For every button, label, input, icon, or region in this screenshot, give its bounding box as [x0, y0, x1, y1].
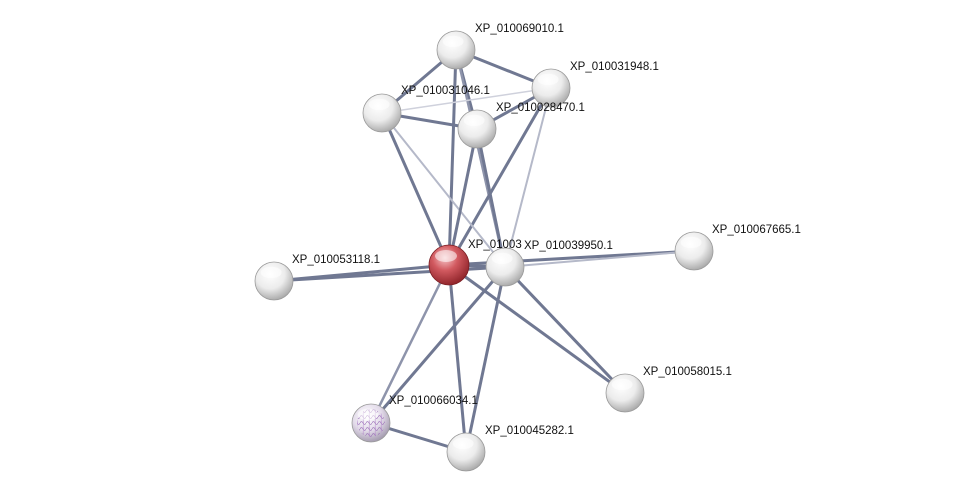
- node-highlight: [442, 35, 464, 48]
- edge-xp-010031948-1-xp-010031046-1: [381, 87, 552, 114]
- edge-xp-010031948-1-xp-010039950-1: [504, 87, 552, 268]
- node-xp-010053118-1[interactable]: [254, 261, 294, 301]
- node-highlight: [537, 73, 559, 86]
- node-xp-010045282-1[interactable]: [446, 432, 486, 472]
- node-label-xp-010067665-1: XP_010067665.1: [712, 224, 801, 236]
- node-highlight: [435, 250, 457, 262]
- node-highlight: [452, 437, 474, 450]
- node-xp-010031046-1[interactable]: [362, 93, 402, 133]
- node-label-xp-010031046-1: XP_010031046.1: [401, 85, 490, 97]
- edge-xp-010028470-1-xp-01003: [447, 127, 479, 267]
- node-xp-010039950-1[interactable]: [485, 247, 525, 287]
- edge-xp-010031046-1-xp-010039950-1: [381, 112, 506, 268]
- edge-xp-010039950-1-xp-010067665-1: [504, 250, 695, 268]
- node-xp-010067665-1[interactable]: [674, 231, 714, 271]
- node-highlight: [611, 378, 633, 391]
- edge-xp-01003-xp-010066034-1: [369, 263, 451, 425]
- node-label-xp-010039950-1: XP_010039950.1: [524, 240, 613, 252]
- node-highlight: [680, 236, 702, 249]
- edge-xp-01003-xp-010067665-1: [447, 249, 696, 267]
- node-label-xp-010028470-1: XP_010028470.1: [496, 102, 585, 114]
- edge-xp-010039950-1-xp-010058015-1: [503, 265, 627, 395]
- edge-xp-010031948-1-xp-01003: [447, 86, 553, 267]
- node-highlight: [491, 252, 513, 265]
- node-label-xp-010031948-1: XP_010031948.1: [570, 61, 659, 73]
- node-label-xp-010045282-1: XP_010045282.1: [485, 425, 574, 437]
- node-highlight: [357, 408, 379, 421]
- node-label-xp-010053118-1: XP_010053118.1: [292, 254, 380, 266]
- node-highlight: [463, 114, 485, 127]
- node-xp-010066034-1[interactable]: [351, 403, 391, 443]
- node-highlight: [260, 266, 282, 279]
- edge-xp-01003-xp-010045282-1: [447, 263, 468, 454]
- node-xp-010069010-1[interactable]: [436, 30, 476, 70]
- edge-xp-010031046-1-xp-01003: [380, 111, 451, 267]
- labels-layer: XP_010069010.1XP_010031948.1XP_010031046…: [292, 23, 801, 437]
- node-xp-010058015-1[interactable]: [605, 373, 645, 413]
- node-xp-010031948-1[interactable]: [531, 68, 571, 108]
- node-label-xp-010069010-1: XP_010069010.1: [475, 23, 564, 35]
- edge-xp-010069010-1-xp-01003: [447, 48, 458, 267]
- node-label-xp-010066034-1: XP_010066034.1: [389, 395, 478, 407]
- edge-xp-010039950-1-xp-010066034-1: [369, 265, 507, 425]
- edges-layer: [272, 48, 696, 454]
- edge-xp-010028470-1-xp-010039950-1: [475, 127, 507, 269]
- node-xp-01003[interactable]: [428, 244, 470, 286]
- node-label-xp-010058015-1: XP_010058015.1: [643, 366, 732, 378]
- edge-xp-01003-xp-010058015-1: [447, 263, 627, 395]
- node-highlight: [368, 98, 390, 111]
- node-label-xp-01003: XP_01003: [468, 239, 522, 251]
- edge-xp-010039950-1-xp-010045282-1: [464, 265, 507, 454]
- nodes-layer: [254, 30, 714, 472]
- node-xp-010028470-1[interactable]: [457, 109, 497, 149]
